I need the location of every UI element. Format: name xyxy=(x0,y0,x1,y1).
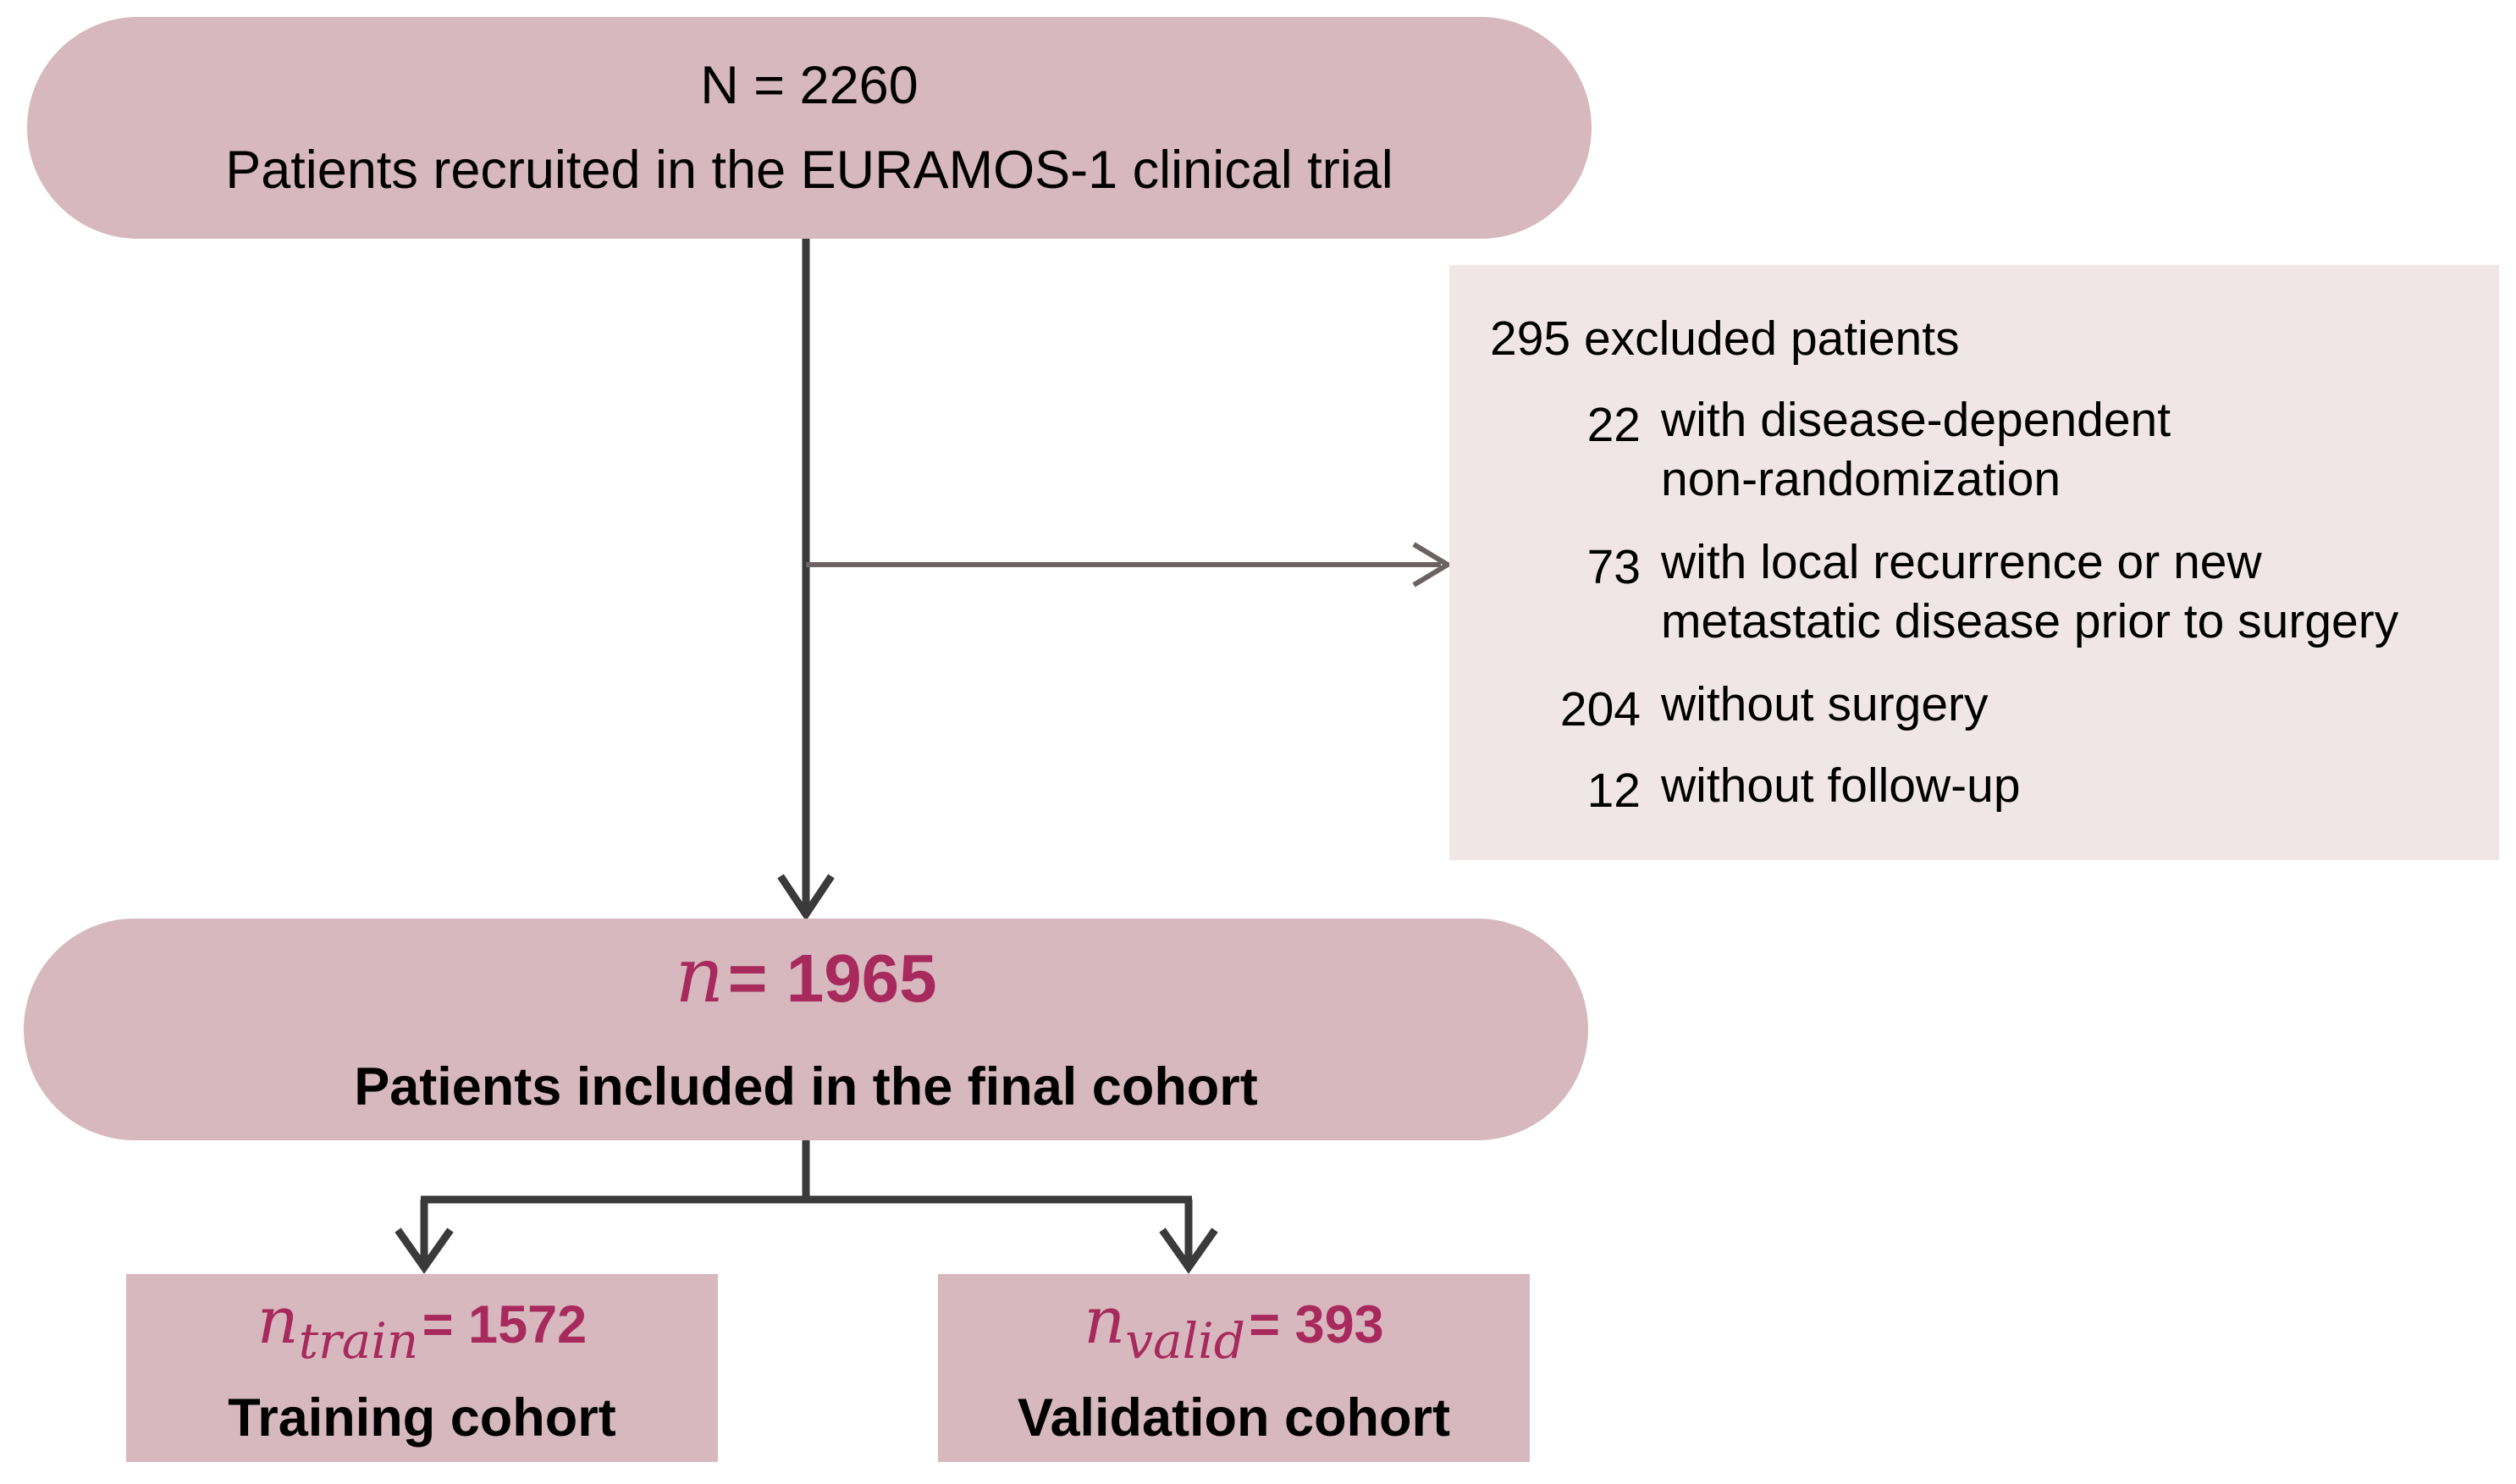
training-cohort-var: n xyxy=(257,1283,299,1358)
exclusion-item-text: metastatic disease prior to surgery xyxy=(1661,594,2399,648)
validation-cohort-label: Validation cohort xyxy=(1017,1388,1451,1448)
final-cohort-label: Patients included in the final cohort xyxy=(354,1057,1258,1117)
exclusion-item-count: 22 xyxy=(1586,398,1641,452)
validation-cohort-node: nvalid = 393 Validation cohort xyxy=(938,1274,1530,1462)
final-cohort-var: n xyxy=(675,931,725,1020)
validation-cohort-value: = 393 xyxy=(1249,1295,1384,1354)
training-cohort-node: ntrain = 1572 Training cohort xyxy=(126,1274,718,1462)
exclusion-item-count: 12 xyxy=(1586,764,1641,818)
recruited-node: N = 2260 Patients recruited in the EURAM… xyxy=(27,17,1592,239)
exclusion-item-text: without follow-up xyxy=(1661,759,2021,813)
exclusion-item-text: without surgery xyxy=(1661,677,1989,731)
main-arrow-head xyxy=(777,874,835,922)
training-cohort-subscript: train xyxy=(298,1312,419,1370)
exclusion-box: 295 excluded patients 22 with disease-de… xyxy=(1449,265,2499,860)
training-cohort-count: ntrain = 1572 xyxy=(257,1280,587,1380)
train-arrow-head xyxy=(395,1227,454,1274)
final-cohort-node: n = 1965 Patients included in the final … xyxy=(24,919,1588,1140)
validation-cohort-count: nvalid = 393 xyxy=(1084,1280,1383,1380)
validation-cohort-subscript: valid xyxy=(1125,1312,1245,1370)
exclusion-item-text: with local recurrence or new xyxy=(1661,535,2262,589)
valid-arrow-head xyxy=(1159,1227,1218,1274)
exclusion-header: 295 excluded patients xyxy=(1490,312,1960,366)
recruited-count: N = 2260 xyxy=(700,56,919,115)
exclusion-item-text: with disease-dependent xyxy=(1661,393,2171,447)
final-cohort-count: n = 1965 xyxy=(675,930,936,1045)
exclusion-arrow-head xyxy=(1412,542,1453,588)
exclusion-item-count: 204 xyxy=(1559,682,1641,736)
validation-cohort-var: n xyxy=(1084,1283,1126,1358)
training-cohort-label: Training cohort xyxy=(228,1388,616,1448)
recruited-label: Patients recruited in the EURAMOS-1 clin… xyxy=(225,141,1393,200)
exclusion-item-count: 73 xyxy=(1586,540,1641,594)
exclusion-item-text: non-randomization xyxy=(1661,452,2061,506)
training-cohort-value: = 1572 xyxy=(422,1295,588,1354)
final-cohort-value: = 1965 xyxy=(727,941,937,1016)
